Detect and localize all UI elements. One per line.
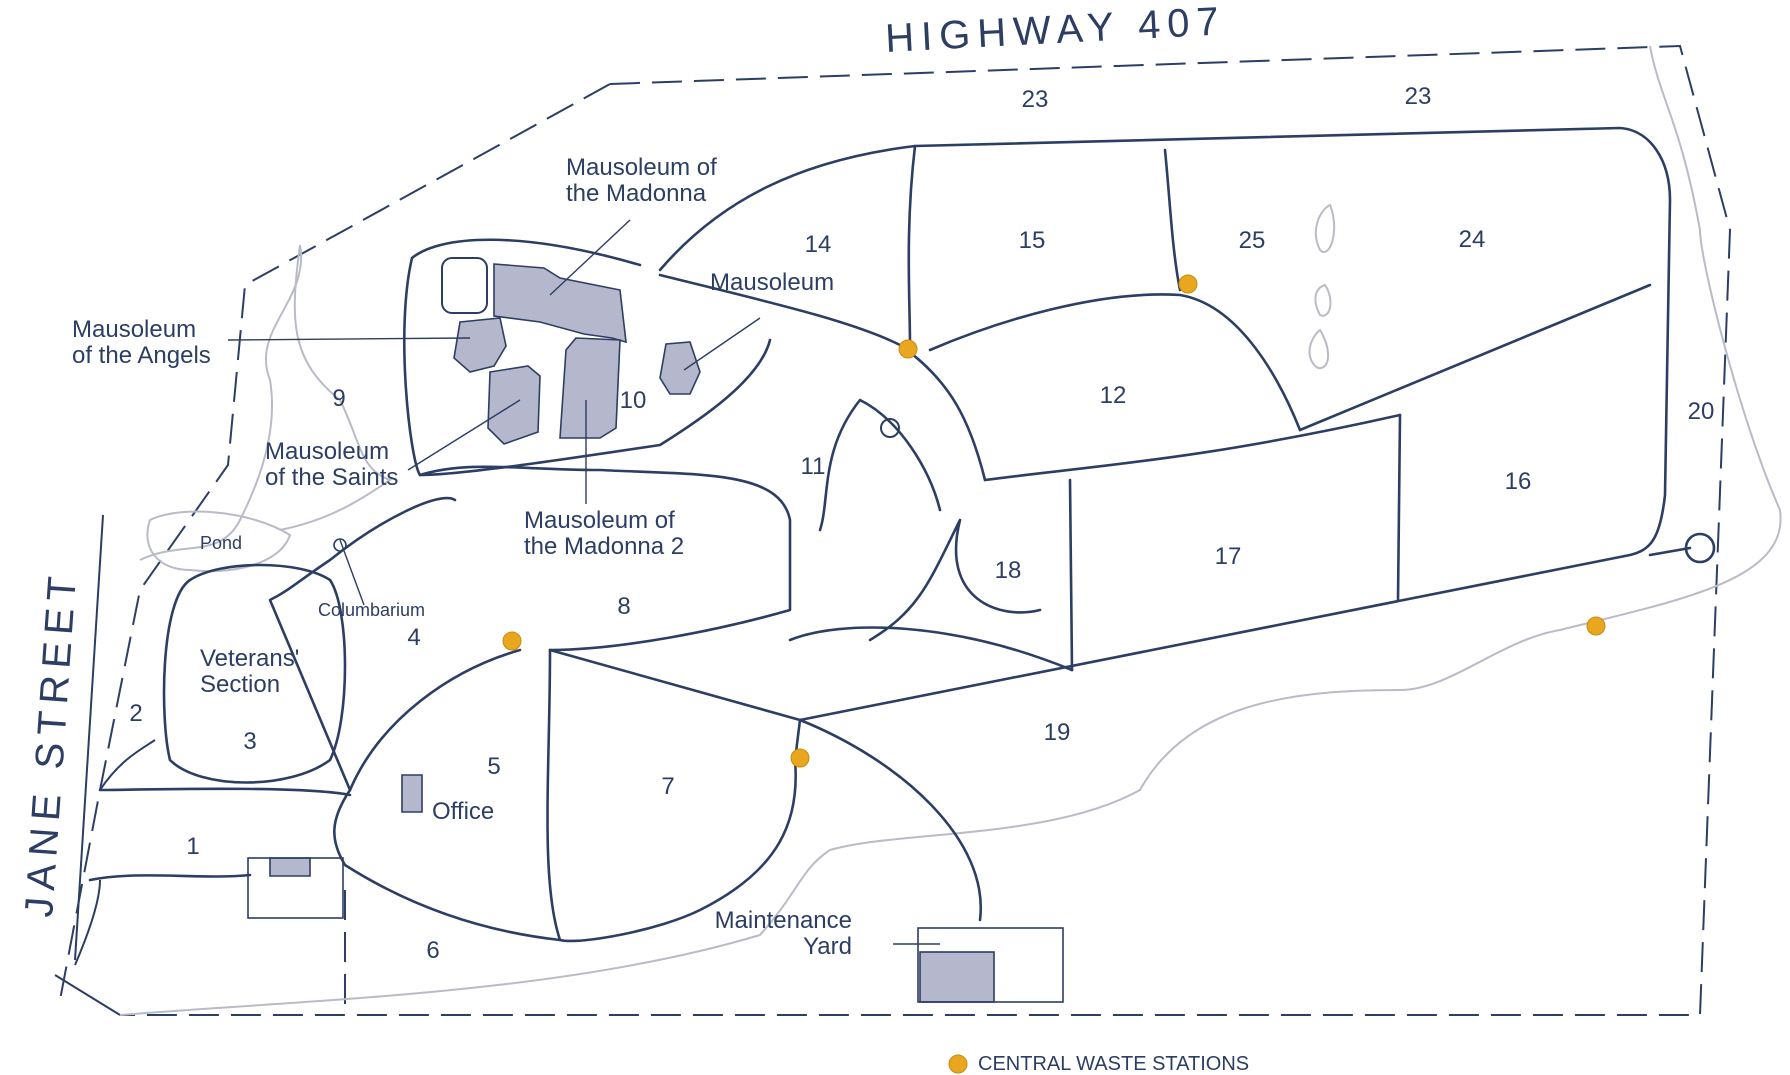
section-label: 14 [805, 231, 832, 258]
section-label: 23 [1022, 86, 1049, 113]
section-label: 6 [426, 937, 439, 964]
section-labels: 23 23 14 15 25 24 9 10 12 20 11 16 17 18… [129, 83, 1714, 964]
section-label: 12 [1100, 382, 1127, 409]
roads [74, 126, 1716, 966]
section-label: 17 [1215, 543, 1242, 570]
waste-stations [502, 274, 1606, 768]
waste-station-dot [790, 748, 810, 768]
highway-407-label: HIGHWAY 407 [884, 0, 1227, 61]
columbarium-label: Columbarium [318, 600, 425, 620]
legend-label: CENTRAL WASTE STATIONS [978, 1053, 1249, 1075]
entrance-building [269, 857, 311, 877]
jane-street-label: JANE STREET [17, 568, 85, 918]
leader-lines [227, 219, 940, 945]
office-label: Office [432, 798, 494, 825]
mausoleum-madonna-building [493, 263, 627, 344]
section-label: 24 [1459, 226, 1486, 253]
mausoleum-label: Mausoleum [710, 269, 834, 296]
section-label: 11 [801, 453, 826, 480]
waste-station-dot [948, 1054, 968, 1074]
waste-station-dot [1178, 274, 1198, 294]
pond-label: Pond [200, 533, 242, 553]
section-label: 18 [995, 557, 1022, 584]
section-label: 3 [243, 728, 256, 755]
section-label: 25 [1239, 227, 1266, 254]
waste-station-dot [1586, 616, 1606, 636]
section-label: 8 [617, 593, 630, 620]
section-label: 15 [1019, 227, 1046, 254]
section-label: 9 [332, 385, 345, 412]
buildings [247, 257, 1064, 1003]
section-label: 5 [487, 753, 500, 780]
waste-station-dot [502, 631, 522, 651]
section-label: 7 [661, 773, 674, 800]
trails [119, 45, 1782, 1016]
section-label: 20 [1688, 398, 1715, 425]
property-boundary [54, 44, 1732, 1016]
veterans-section-label: Veterans'Section [200, 645, 299, 698]
section-label: 4 [407, 624, 420, 651]
section-label: 16 [1505, 468, 1532, 495]
mausoleum-building [659, 341, 701, 395]
legend: CENTRAL WASTE STATIONS [948, 1053, 1249, 1075]
office-building [401, 774, 423, 813]
mausoleum-madonna-2-building [559, 337, 621, 439]
section-label: 10 [620, 387, 647, 414]
mausoleum-angels-building [453, 317, 507, 373]
section-label: 19 [1044, 719, 1071, 746]
section-label: 1 [186, 833, 199, 860]
mausoleum-saints-building [487, 365, 541, 445]
waste-station-dot [898, 339, 918, 359]
section-label: 2 [129, 700, 142, 727]
section-label: 23 [1405, 83, 1432, 110]
maintenance-building [919, 951, 995, 1003]
